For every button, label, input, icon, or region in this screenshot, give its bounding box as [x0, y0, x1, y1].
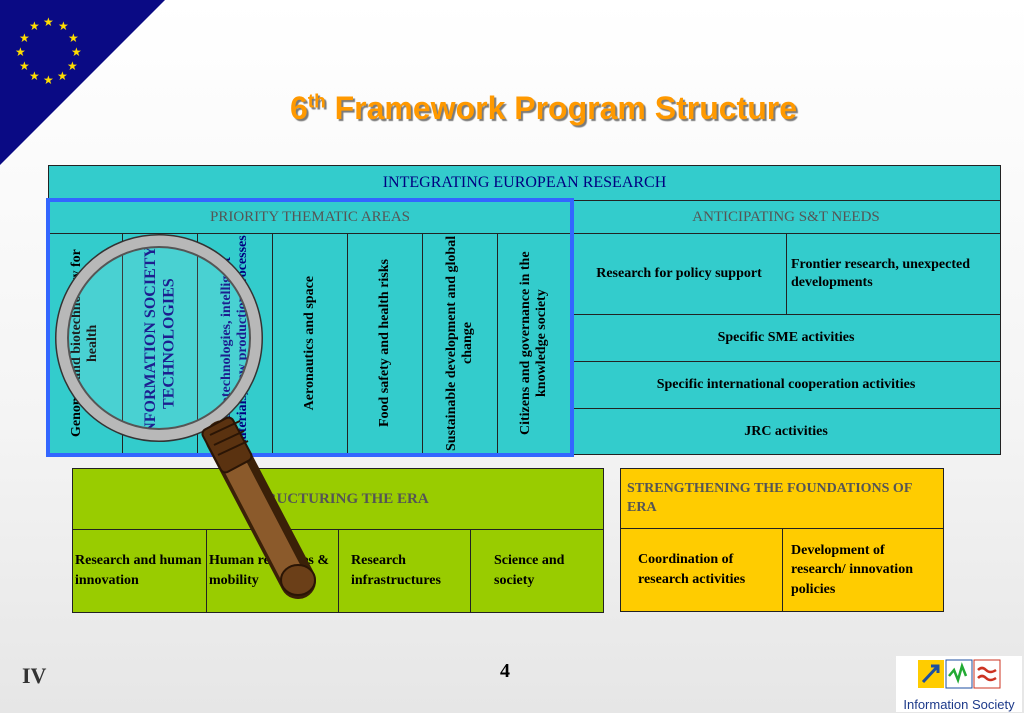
eu-flag-corner: ★★★ ★★★ ★★★ ★★★ [0, 0, 165, 165]
priority-highlight-frame [46, 198, 574, 457]
svg-text:★: ★ [19, 59, 30, 73]
svg-text:★: ★ [43, 73, 54, 87]
page-number: 4 [500, 660, 510, 682]
svg-text:★: ★ [19, 31, 30, 45]
priority-column-ist: INFORMATION SOCIETY TECHNOLOGIES [122, 233, 198, 454]
information-society-logo: Information Society [896, 656, 1022, 712]
priority-column: Citizens and governance in the knowledge… [497, 233, 572, 454]
page-title: 6th Framework Program Structure [290, 90, 797, 126]
frontier-research-cell: Frontier research, unexpected developmen… [786, 233, 1001, 315]
sme-activities-cell: Specific SME activities [571, 314, 1001, 362]
strengthening-header: STRENGTHENING THE FOUNDATIONS OF ERA [620, 468, 944, 529]
svg-text:★: ★ [57, 69, 68, 83]
international-cooperation-cell: Specific international cooperation activ… [571, 361, 1001, 409]
section-numeral: IV [22, 663, 47, 688]
priority-column: Food safety and health risks [347, 233, 423, 454]
policy-support-cell: Research for policy support [571, 233, 787, 315]
svg-text:★: ★ [29, 69, 40, 83]
svg-text:★: ★ [71, 45, 82, 59]
svg-text:★: ★ [15, 45, 26, 59]
eu-stars-icon: ★★★ ★★★ ★★★ ★★★ [15, 15, 82, 87]
magnifying-glass-icon [55, 234, 316, 599]
structuring-item: Science and society [470, 529, 604, 613]
anticipating-header: ANTICIPATING S&T NEEDS [571, 200, 1001, 234]
svg-text:★: ★ [58, 19, 69, 33]
structuring-item: Research infrastructures [338, 529, 471, 613]
logo-text: Information Society [903, 697, 1015, 712]
jrc-activities-cell: JRC activities [571, 408, 1001, 455]
svg-text:★: ★ [68, 31, 79, 45]
svg-text:★: ★ [43, 15, 54, 29]
structuring-item: Research and human innovation [72, 529, 207, 613]
priority-column: Aeronautics and space [272, 233, 348, 454]
integrating-header: INTEGRATING EUROPEAN RESEARCH [48, 165, 1001, 201]
strengthening-item: Coordination of research activities [620, 528, 783, 612]
structuring-header: STRUCTURING THE ERA [72, 468, 604, 530]
priority-column: Sustainable development and global chang… [422, 233, 498, 454]
svg-text:★: ★ [29, 19, 40, 33]
priority-header: PRIORITY THEMATIC AREAS [48, 200, 572, 234]
logo-icon [918, 659, 1001, 689]
svg-text:★: ★ [67, 59, 78, 73]
strengthening-item: Development of research/ innovation poli… [782, 528, 944, 612]
